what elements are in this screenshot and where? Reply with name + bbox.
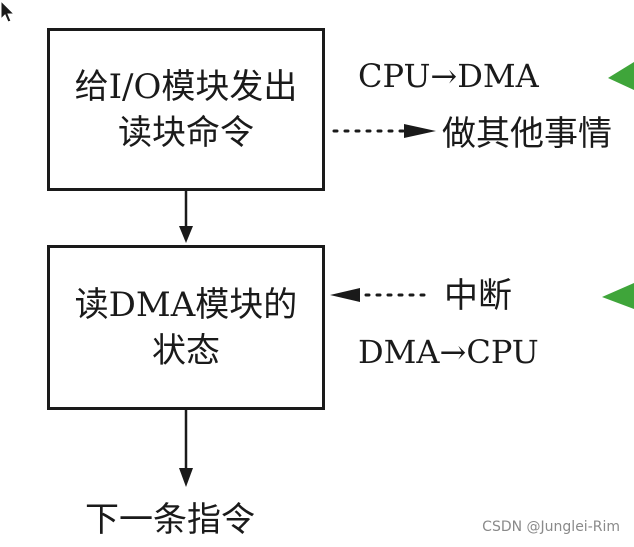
label-interrupt: 中断 — [444, 276, 512, 316]
label-next-instruction: 下一条指令 — [85, 500, 255, 540]
label-cpu-to-dma: CPU→DMA — [358, 57, 539, 95]
green-pointer-top — [608, 62, 634, 90]
box-send-read-command-line2: 读块命令 — [118, 112, 254, 153]
label-do-other-things: 做其他事情 — [442, 114, 612, 154]
label-dma-to-cpu: DMA→CPU — [358, 333, 539, 371]
box-send-read-command-line1: 给I/O模块发出 — [74, 66, 298, 107]
arrow-box1-to-box2-head — [179, 226, 193, 243]
box-read-dma-status-line2: 状态 — [152, 330, 220, 371]
watermark: CSDN @Junglei-Rim — [482, 519, 620, 535]
mouse-cursor-icon — [0, 0, 16, 23]
dotted-arrow-to-other-head — [404, 124, 436, 138]
dotted-arrow-interrupt-head — [330, 288, 360, 302]
green-pointer-bottom — [602, 283, 634, 309]
box-read-dma-status-line1: 读DMA模块的 — [74, 284, 298, 325]
box-read-dma-status: 读DMA模块的 状态 — [47, 245, 325, 410]
arrow-box2-to-next-head — [179, 468, 193, 487]
box-send-read-command: 给I/O模块发出 读块命令 — [47, 28, 325, 191]
